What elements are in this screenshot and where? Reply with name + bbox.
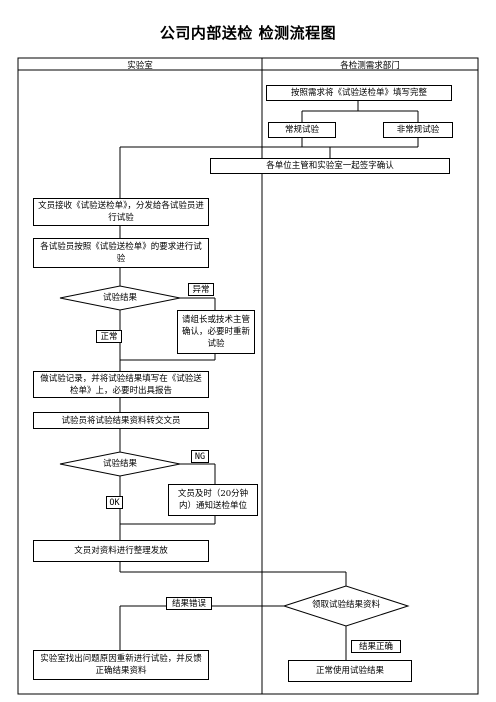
ok-tag: OK [106,496,123,509]
fill-form-box: 按照需求将《试验送检单》填写完整 [266,85,452,101]
decision-diamond-3 [282,585,410,627]
page-title: 公司内部送检 检测流程图 [159,24,337,42]
decision-label-2: 试验结果 [102,459,137,469]
receive-form-box: 文员接收《试验送检单》，分发给各试验员进行试验 [33,198,209,226]
use-result-box: 正常使用试验结果 [288,660,412,682]
record-box: 做试验记录，并将试验结果填写在《试验送检单》上，必要时出具报告 [33,371,209,398]
decision-diamond-1 [59,285,181,311]
retest-confirm-box: 请组长或技术主管确认，必要时重新试验 [177,310,255,354]
lane-header-departments: 各检测需求部门 [340,61,400,71]
normal-tag: 正常 [96,330,122,343]
irregular-test-box: 非常规试验 [383,122,453,138]
lane-header-lab: 实验室 [127,61,153,71]
abnormal-tag: 异常 [188,283,214,296]
result-correct-tag: 结果正确 [351,640,401,653]
organize-box: 文员对资料进行整理发放 [33,540,209,562]
notify-box: 文员及时（20分钟内）通知送检单位 [168,484,258,516]
find-cause-box: 实验室找出问题原因重新进行试验，并反馈正确结果资料 [33,650,209,680]
connectors [119,101,419,660]
ng-tag: NG [191,450,209,463]
table-border [17,57,479,695]
decision-diamond-2 [59,451,181,477]
regular-test-box: 常规试验 [268,122,336,138]
joint-sign-box: 各单位主管和实验室一起签字确认 [210,158,450,174]
decision-label-1: 试验结果 [102,293,137,303]
transfer-box: 试验员将试验结果资料转交文员 [33,412,209,429]
do-test-box: 各试验员按照《试验送检单》的要求进行试验 [33,238,209,268]
decision-label-3: 领取试验结果资料 [312,600,381,610]
result-error-tag: 结果错误 [166,597,212,610]
